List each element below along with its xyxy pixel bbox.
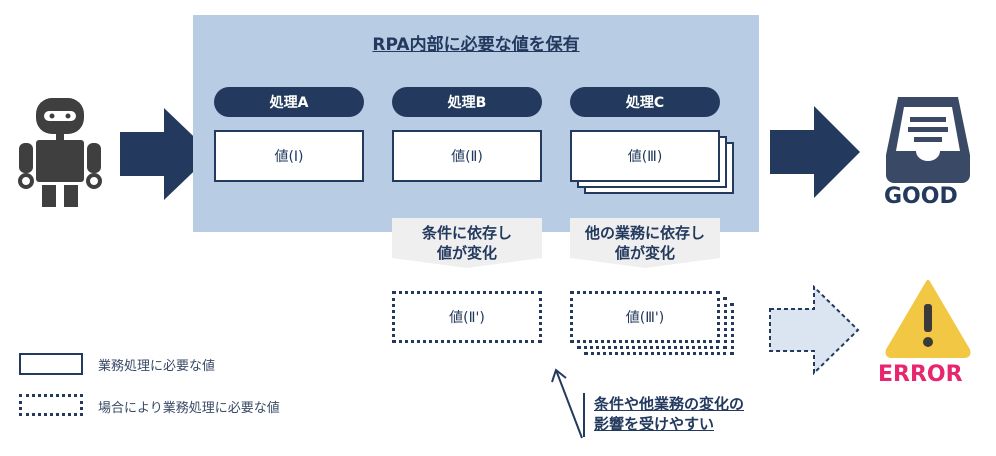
changed-value-box-2: 値(Ⅱ') bbox=[392, 291, 542, 343]
change-text-b-line2: 値が変化 bbox=[436, 244, 497, 262]
note-line1: 条件や他業務の変化の bbox=[594, 395, 745, 413]
note-bar bbox=[583, 393, 585, 437]
input-arrow bbox=[120, 108, 212, 204]
note-line2: 影響を受けやすい bbox=[594, 415, 715, 433]
change-text-c: 他の業務に依存し 値が変化 bbox=[570, 223, 720, 263]
process-a-label: 処理A bbox=[214, 87, 364, 117]
change-text-b-line1: 条件に依存し bbox=[421, 224, 512, 242]
inbox-tray-icon bbox=[884, 95, 972, 189]
good-label: GOOD bbox=[884, 184, 958, 209]
change-text-b: 条件に依存し 値が変化 bbox=[392, 223, 542, 263]
process-b-label: 処理B bbox=[392, 87, 542, 117]
error-label: ERROR bbox=[878, 362, 963, 387]
note-text: 条件や他業務の変化の 影響を受けやすい bbox=[594, 394, 744, 434]
warning-icon bbox=[884, 278, 972, 362]
change-text-c-line2: 値が変化 bbox=[614, 244, 675, 262]
legend-solid-label: 業務処理に必要な値 bbox=[98, 359, 216, 374]
robot-icon bbox=[14, 93, 106, 209]
output-arrow-error bbox=[768, 284, 860, 379]
legend-solid-swatch bbox=[19, 353, 83, 375]
panel-title: RPA内部に必要な値を保有 bbox=[372, 35, 580, 55]
changed-value-box-3: 値(Ⅲ') bbox=[570, 291, 720, 343]
change-text-c-line1: 他の業務に依存し bbox=[584, 224, 705, 242]
change-arrow-c bbox=[570, 218, 720, 272]
note-pointer-arrow bbox=[548, 362, 588, 446]
legend-dotted-swatch bbox=[19, 394, 83, 416]
output-arrow-good bbox=[770, 106, 860, 202]
value-box-3: 値(Ⅲ) bbox=[570, 130, 720, 182]
change-arrow-b bbox=[392, 218, 542, 272]
legend-dotted-label: 場合により業務処理に必要な値 bbox=[98, 401, 280, 416]
value-box-1: 値(Ⅰ) bbox=[214, 130, 364, 182]
process-c-label: 処理C bbox=[570, 87, 720, 117]
rpa-internal-panel bbox=[193, 15, 759, 232]
value-box-2: 値(Ⅱ) bbox=[392, 130, 542, 182]
